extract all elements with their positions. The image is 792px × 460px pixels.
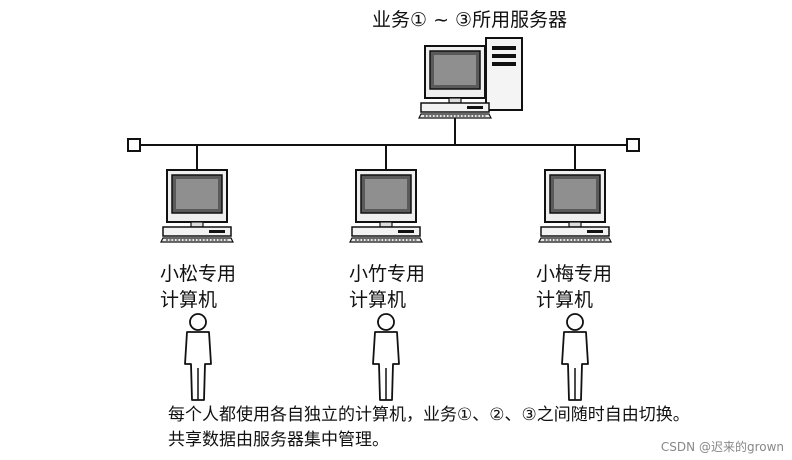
watermark: CSDN @迟来的grown: [660, 440, 784, 454]
user-figure-kotake: [372, 313, 400, 401]
server-computer: [418, 37, 523, 119]
client-label-line1: 小竹专用: [349, 263, 426, 285]
client-label-line2: 计算机: [536, 289, 594, 311]
client-label-line1: 小梅专用: [536, 263, 613, 285]
server-label: 业务① ~ ③所用服务器: [372, 9, 568, 31]
user-figure-koume: [561, 313, 589, 401]
client-computer-komatsu: [160, 169, 234, 243]
caption-line1: 每个人都使用各自独立的计算机，业务①、②、③之间随时自由切换。: [168, 405, 690, 425]
client-label-line2: 计算机: [349, 289, 407, 311]
client-computer-kotake: [349, 169, 423, 243]
client-label-line1: 小松专用: [160, 263, 237, 285]
network-bus: [127, 118, 640, 170]
client-label-line2: 计算机: [160, 289, 218, 311]
caption-line2: 共享数据由服务器集中管理。: [168, 430, 389, 450]
client-computer-koume: [538, 169, 612, 243]
user-figure-komatsu: [184, 313, 212, 401]
